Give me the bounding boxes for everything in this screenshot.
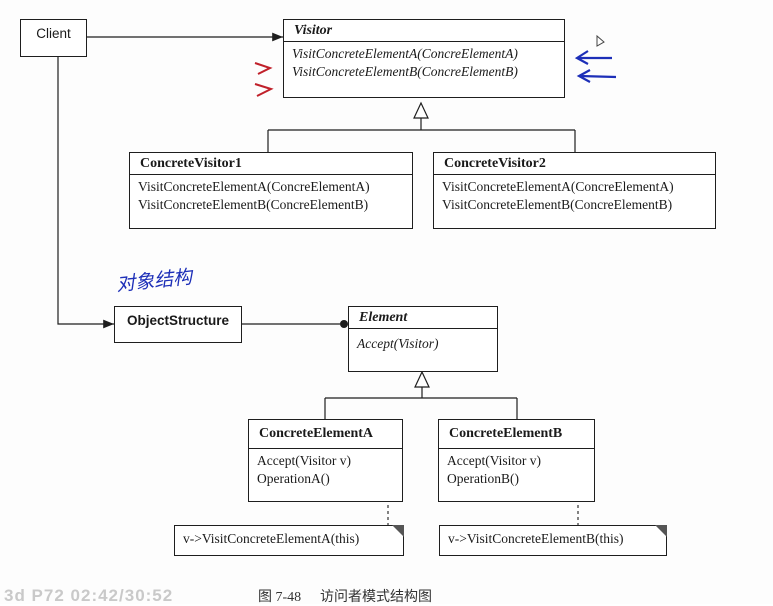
aggregation-dot [340,320,348,328]
element-title: Element [359,310,408,325]
object-structure-class: ObjectStructure [114,306,242,343]
note-concrete-element-a: v->VisitConcreteElementA(this) [174,525,404,556]
visitor-class: Visitor VisitConcreteElementA(ConcreElem… [283,19,565,98]
concrete-element-a-divider [249,448,402,449]
figure-number: 图 7-48 [258,590,302,605]
annotation-red-mark-1 [254,62,273,75]
concrete-visitor-2-op-a: VisitConcreteElementA(ConcreElementA) [442,179,674,194]
concrete-element-a-title: ConcreteElementA [259,426,374,441]
visitor-title: Visitor [294,23,333,38]
client-objectstructure-association [57,57,114,329]
concrete-element-a-operations: Accept(Visitor v) OperationA() [249,449,402,492]
client-class: Client [20,19,87,57]
concrete-visitor-2-op-b: VisitConcreteElementB(ConcreElementB) [442,197,673,212]
concrete-visitor-1-operations: VisitConcreteElementA(ConcreElementA) Vi… [130,175,412,218]
visitor-op-a: VisitConcreteElementA(ConcreElementA) [292,46,518,61]
cursor-icon [596,34,605,47]
figure-title: 访问者模式结构图 [320,590,432,605]
concrete-visitor-1-op-b: VisitConcreteElementB(ConcreElementB) [138,197,369,212]
concrete-visitor-1-op-a: VisitConcreteElementA(ConcreElementA) [138,179,370,194]
note-b-fold-corner [655,525,667,537]
visitor-op-b: VisitConcreteElementB(ConcreElementB) [292,64,518,79]
concrete-element-b-title: ConcreteElementB [449,426,563,441]
concrete-element-b-op-accept: Accept(Visitor v) [447,453,542,468]
element-operations: Accept(Visitor) [349,329,497,357]
concrete-visitor-2-class: ConcreteVisitor2 VisitConcreteElementA(C… [433,152,716,229]
object-structure-label: ObjectStructure [126,313,230,328]
concrete-element-a-op-operation: OperationA() [257,471,330,486]
concrete-element-b-divider [439,448,594,449]
element-class: Element Accept(Visitor) [348,306,498,372]
element-op-accept: Accept(Visitor) [357,336,439,351]
concrete-visitor-1-class: ConcreteVisitor1 VisitConcreteElementA(C… [129,152,413,229]
visitor-operations: VisitConcreteElementA(ConcreElementA) Vi… [284,42,564,85]
annotation-red-mark-2 [254,83,274,97]
visitor-inheritance-triangle [413,101,429,119]
annotation-arrow-1 [574,50,612,65]
note-a-text: v->VisitConcreteElementA(this) [183,531,360,546]
concrete-visitor-1-title: ConcreteVisitor1 [140,156,242,171]
caption-row: 3d P72 02:42/30:52 图 7-48 访问者模式结构图 [0,582,773,605]
concrete-visitor-2-title: ConcreteVisitor2 [444,156,546,171]
concrete-visitor-1-divider [130,174,412,175]
video-timestamp: 3d P72 02:42/30:52 [4,586,174,605]
client-label: Client [36,26,71,41]
note-a-fold-corner [392,525,404,537]
concrete-element-b-operations: Accept(Visitor v) OperationB() [439,449,594,492]
annotation-arrow-2 [576,69,617,83]
concrete-element-a-op-accept: Accept(Visitor v) [257,453,352,468]
note-concrete-element-b: v->VisitConcreteElementB(this) [439,525,667,556]
element-inheritance-triangle [414,370,430,388]
visitor-divider [284,41,564,42]
element-divider [349,328,497,329]
note-b-text: v->VisitConcreteElementB(this) [448,531,624,546]
concrete-element-b-class: ConcreteElementB Accept(Visitor v) Opera… [438,419,595,502]
concrete-element-b-op-operation: OperationB() [447,471,519,486]
concrete-element-a-class: ConcreteElementA Accept(Visitor v) Opera… [248,419,403,502]
concrete-visitor-2-operations: VisitConcreteElementA(ConcreElementA) Vi… [434,175,715,218]
concrete-visitor-2-divider [434,174,715,175]
